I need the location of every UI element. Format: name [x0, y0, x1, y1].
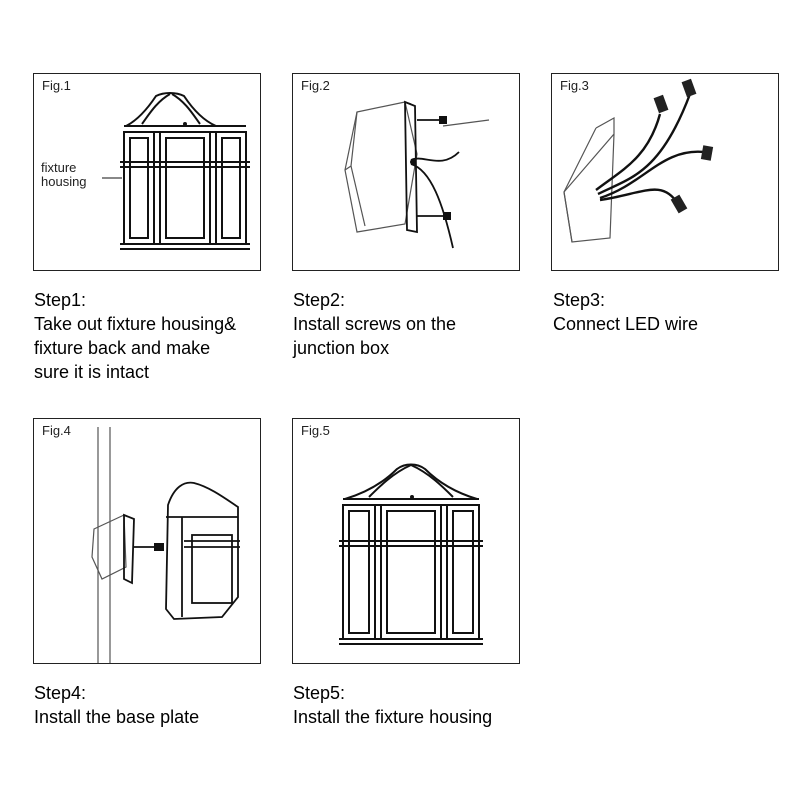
callout-line: fixture — [41, 160, 77, 175]
fixture-housing-installed-illustration — [339, 463, 483, 645]
step-title: Step2: — [293, 290, 346, 310]
step-line: Install the base plate — [34, 707, 200, 727]
figure-label: Fig.4 — [42, 423, 71, 438]
figure-label: Fig.3 — [560, 78, 589, 93]
callout-line: housing — [41, 174, 87, 189]
step-4-instructions: Step4: Install the base plate — [34, 681, 199, 729]
step-line: Install screws on the — [293, 314, 457, 334]
junction-box-screws-illustration — [344, 100, 490, 249]
step-title: Step4: — [34, 683, 87, 703]
figure-3: Fig.3 — [551, 73, 779, 271]
base-plate-installation-illustration — [91, 427, 240, 663]
step-3-instructions: Step3: Connect LED wire — [553, 288, 698, 336]
step-line: Connect LED wire — [553, 314, 699, 334]
figure-label: Fig.5 — [301, 423, 330, 438]
step-title: Step3: — [553, 290, 606, 310]
step-title: Step1: — [34, 290, 87, 310]
step-1-instructions: Step1: Take out fixture housing& fixture… — [34, 288, 236, 384]
step-line: Install the fixture housing — [293, 707, 493, 727]
fixture-housing-illustration — [102, 92, 250, 250]
figure-label: Fig.1 — [42, 78, 71, 93]
step-5-instructions: Step5: Install the fixture housing — [293, 681, 492, 729]
figure-2: Fig.2 — [292, 73, 520, 271]
figure-5: Fig.5 — [292, 418, 520, 664]
step-line: fixture back and make — [34, 338, 211, 358]
step-2-instructions: Step2: Install screws on the junction bo… — [293, 288, 456, 360]
step-line: Take out fixture housing& — [34, 314, 237, 334]
step-line: sure it is intact — [34, 362, 150, 382]
figure-label: Fig.2 — [301, 78, 330, 93]
step-title: Step5: — [293, 683, 346, 703]
led-wire-connection-illustration — [563, 78, 714, 243]
step-line: junction box — [293, 338, 390, 358]
fixture-housing-callout: fixture housing — [41, 161, 87, 189]
figure-4: Fig.4 — [33, 418, 261, 664]
figure-1: Fig.1 — [33, 73, 261, 271]
